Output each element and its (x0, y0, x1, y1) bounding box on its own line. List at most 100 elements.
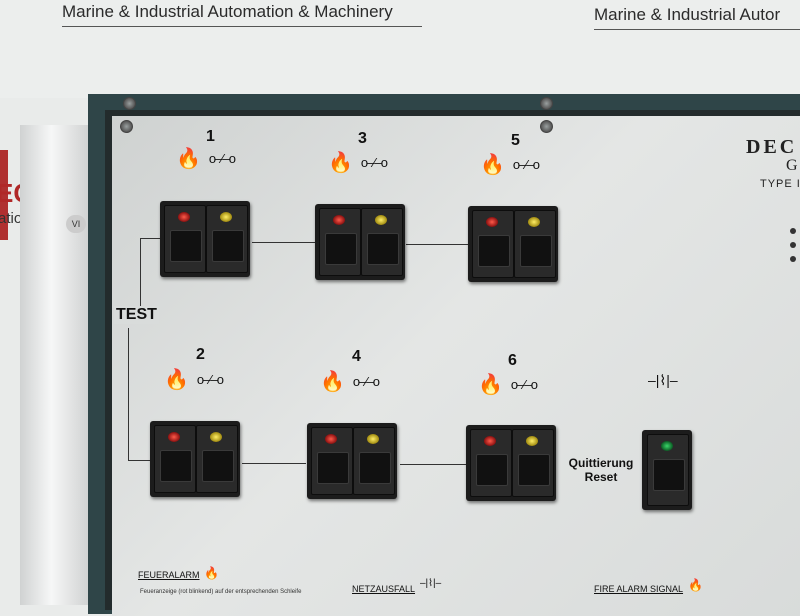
channel-module (150, 421, 240, 497)
alarm-button[interactable] (325, 233, 357, 265)
fault-led-yellow (528, 217, 540, 227)
channel-module (307, 423, 397, 499)
fault-button[interactable] (359, 452, 391, 484)
screw-icon (540, 97, 553, 110)
alarm-led-red (484, 436, 496, 446)
banner-underline-left (62, 26, 422, 27)
channel-symbols: 🔥o–⁄–o (328, 152, 388, 174)
fault-cell (514, 210, 556, 278)
screw-icon (123, 97, 136, 110)
legend-feueralarm: FEUERALARM (138, 570, 200, 580)
legend-feueralarm-note: Feueranzeige (rot blinkend) auf der ents… (140, 589, 302, 595)
dot (790, 242, 796, 248)
fault-button[interactable] (212, 230, 244, 262)
power-ac-dc-icon: –|⌇|– (648, 372, 678, 388)
fault-cell (196, 425, 238, 493)
channel-module (468, 206, 558, 282)
banner-text-left: Marine & Industrial Automation & Machine… (62, 2, 393, 21)
alarm-led-red (325, 434, 337, 444)
channel-module (466, 425, 556, 501)
open-contact-switch-icon: o–⁄–o (196, 372, 224, 387)
alarm-button[interactable] (160, 450, 192, 482)
flame-icon: 🔥 (328, 152, 353, 174)
wire-left-upper (140, 238, 141, 306)
channel-symbols: 🔥 o–⁄–o (164, 369, 224, 391)
banner: Marine & Industrial Automation & Machine… (0, 0, 800, 98)
reset-module (642, 430, 692, 510)
fault-led-yellow (220, 212, 232, 222)
channel-number: 2 (196, 346, 205, 363)
fault-button[interactable] (520, 235, 552, 267)
reset-button[interactable] (653, 459, 685, 491)
aluminium-strip (20, 125, 90, 605)
flame-icon: 🔥 (164, 369, 189, 391)
alarm-cell (154, 425, 196, 493)
fault-button[interactable] (518, 454, 550, 486)
alarm-button[interactable] (478, 235, 510, 267)
alarm-cell (311, 427, 353, 495)
alarm-cell (164, 205, 206, 273)
alarm-button[interactable] (476, 454, 508, 486)
fault-cell (206, 205, 248, 273)
fault-cell (353, 427, 395, 495)
strip-label: VI (66, 215, 86, 233)
channel-number: 1 (206, 128, 215, 145)
channel-symbols: 🔥 o–⁄–o (480, 154, 540, 176)
fault-cell (361, 208, 403, 276)
alarm-button[interactable] (317, 452, 349, 484)
wire-3-5 (406, 244, 468, 245)
fault-led-yellow (210, 432, 222, 442)
channel-symbols: 🔥 o–⁄–o (320, 371, 380, 393)
fault-led-yellow (367, 434, 379, 444)
wire-2-4 (242, 463, 306, 464)
open-contact-switch-icon: o–⁄–o (208, 151, 236, 166)
channel-module (160, 201, 250, 277)
reset-label-de: Quittierung (568, 456, 634, 470)
channel-number: 5 (511, 132, 520, 149)
alarm-led-red (168, 432, 180, 442)
flame-icon: 🔥 (480, 154, 505, 176)
screw-icon (540, 120, 553, 133)
flame-icon: 🔥 (320, 371, 345, 393)
alarm-led-red (178, 212, 190, 222)
fault-led-yellow (526, 436, 538, 446)
reset-label-en: Reset (584, 470, 618, 484)
power-led-green (661, 441, 673, 451)
type-label: TYPE I (760, 178, 800, 190)
channel-number: 6 (508, 352, 517, 369)
flame-icon: 🔥 (478, 374, 503, 396)
brand-sub: G (786, 157, 798, 174)
dot (790, 228, 796, 234)
channel-symbols: 🔥 o–⁄–o (478, 374, 538, 396)
brand-name: DEC (746, 136, 798, 158)
fault-button[interactable] (367, 233, 399, 265)
open-contact-switch-icon: o–⁄–o (352, 374, 380, 389)
flame-icon: 🔥 (688, 578, 703, 592)
alarm-button[interactable] (170, 230, 202, 262)
fault-button[interactable] (202, 450, 234, 482)
logo-red-bar (0, 150, 8, 240)
channel-number: 3 (358, 130, 367, 147)
open-contact-switch-icon: o–⁄–o (510, 377, 538, 392)
alarm-cell (319, 208, 361, 276)
alarm-cell (470, 429, 512, 497)
fault-cell (512, 429, 554, 497)
test-label: TEST (114, 306, 159, 324)
alarm-led-red (333, 215, 345, 225)
flame-icon: 🔥 (176, 148, 201, 170)
dot (790, 256, 796, 262)
wire-bottom-left (128, 460, 150, 461)
legend-fire-alarm-signal: FIRE ALARM SIGNAL (594, 584, 684, 594)
fault-led-yellow (375, 215, 387, 225)
channel-number: 4 (352, 348, 361, 365)
flame-icon: 🔥 (204, 566, 219, 580)
wire-top-left (140, 238, 162, 239)
screw-icon (120, 120, 133, 133)
reset-cell (647, 434, 689, 506)
banner-underline-right (594, 29, 800, 30)
open-contact-switch-icon: o–⁄–o (512, 157, 540, 172)
alarm-led-red (486, 217, 498, 227)
power-ac-dc-icon: –|⌇|– (420, 578, 442, 589)
control-panel (112, 116, 800, 616)
alarm-cell (472, 210, 514, 278)
